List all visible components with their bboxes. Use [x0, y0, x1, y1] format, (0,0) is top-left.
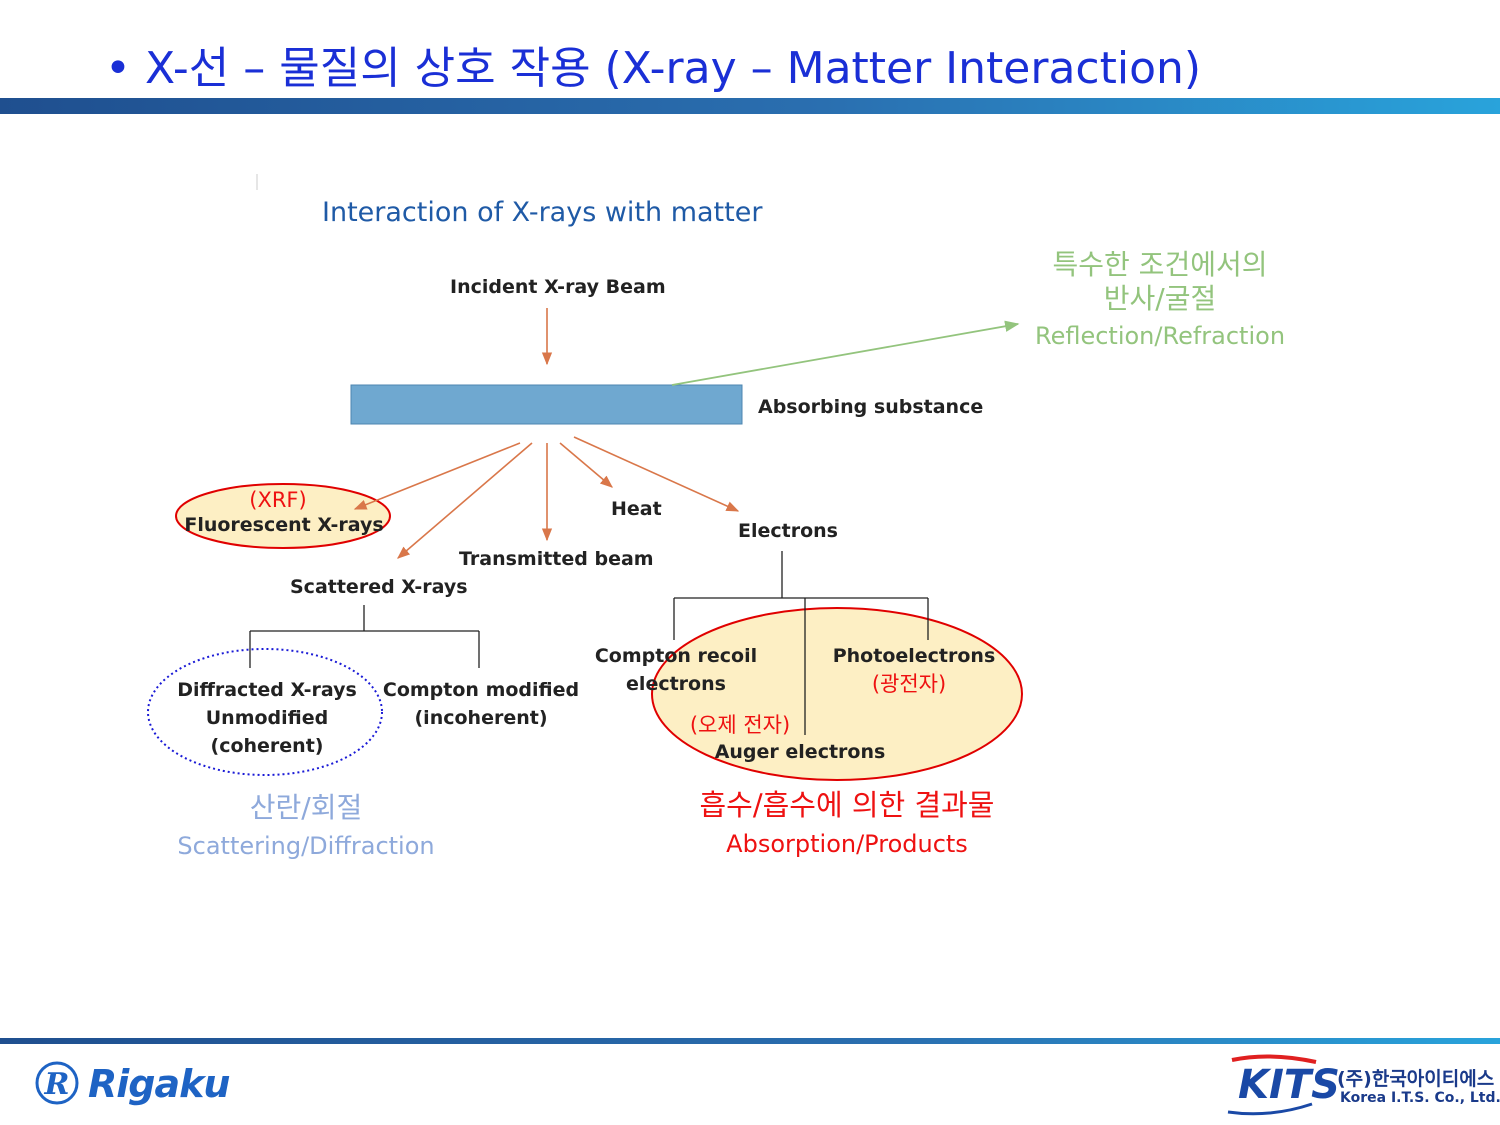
coherent-label: (coherent) — [211, 735, 324, 757]
kits-swoosh-icon — [1227, 1054, 1317, 1116]
absorbing-substance-slab — [350, 384, 743, 425]
title-underline-bar — [0, 98, 1500, 114]
fluorescent-xrays-label: Fluorescent X-rays — [184, 514, 383, 536]
rigaku-logo-mark: R — [35, 1061, 79, 1105]
unmodified-label: Unmodified — [206, 707, 329, 729]
reflection-english-label: Reflection/Refraction — [1035, 322, 1285, 350]
kits-english-name: Korea I.T.S. Co., Ltd. — [1340, 1090, 1500, 1106]
absorption-highlight-ellipse — [651, 607, 1023, 781]
diffracted-xrays-label: Diffracted X-rays — [177, 679, 357, 701]
compton-recoil-label: Compton recoil — [595, 645, 757, 667]
absorption-english-caption: Absorption/Products — [726, 830, 968, 858]
kits-logo-text: KITS — [1238, 1062, 1340, 1108]
heat-label: Heat — [611, 498, 662, 520]
svg-text:R: R — [44, 1067, 70, 1102]
xrf-label: (XRF) — [249, 488, 306, 512]
fluorescent-arrow — [353, 442, 521, 510]
slide-title-text: X-선 – 물질의 상호 작용 (X-ray – Matter Interact… — [144, 43, 1202, 94]
absorbing-substance-label: Absorbing substance — [758, 396, 983, 418]
bullet-dot: • — [105, 43, 145, 94]
kits-korean-name: (주)한국아이티에스 — [1337, 1068, 1495, 1090]
scattered-arrow — [397, 442, 533, 559]
heat-arrow — [559, 442, 613, 488]
transmitted-beam-label: Transmitted beam — [459, 548, 654, 570]
electrons-label: Electrons — [738, 520, 838, 542]
auger-korean-label: (오제 전자) — [690, 713, 790, 737]
reflection-arrow — [671, 320, 1020, 386]
diagram-title: Interaction of X-rays with matter — [322, 197, 763, 228]
absorption-korean-caption: 흡수/흡수에 의한 결과물 — [699, 788, 994, 822]
scattering-english-caption: Scattering/Diffraction — [177, 832, 434, 860]
scattering-korean-caption: 산란/회절 — [250, 791, 362, 824]
electrons-arrow — [573, 436, 740, 512]
auger-electrons-label: Auger electrons — [715, 741, 886, 763]
reflection-korean-line1: 특수한 조건에서의 — [1053, 248, 1268, 281]
incoherent-label: (incoherent) — [415, 707, 548, 729]
recoil-electrons-label: electrons — [626, 673, 726, 695]
scattering-dotted-ellipse — [147, 648, 383, 776]
reflection-korean-line2: 반사/굴절 — [1104, 282, 1216, 315]
footer-line — [0, 1038, 1500, 1044]
scattered-xrays-label: Scattered X-rays — [290, 576, 468, 598]
slide-title: • X-선 – 물질의 상호 작용 (X-ray – Matter Intera… — [105, 32, 1201, 96]
photoelectrons-korean-label: (광전자) — [872, 672, 946, 696]
compton-modified-label: Compton modified — [383, 679, 579, 701]
rigaku-logo-text: Rigaku — [88, 1062, 230, 1106]
incident-beam-label: Incident X-ray Beam — [450, 276, 666, 298]
xrf-highlight-ellipse — [175, 483, 391, 549]
photoelectrons-label: Photoelectrons — [833, 645, 996, 667]
